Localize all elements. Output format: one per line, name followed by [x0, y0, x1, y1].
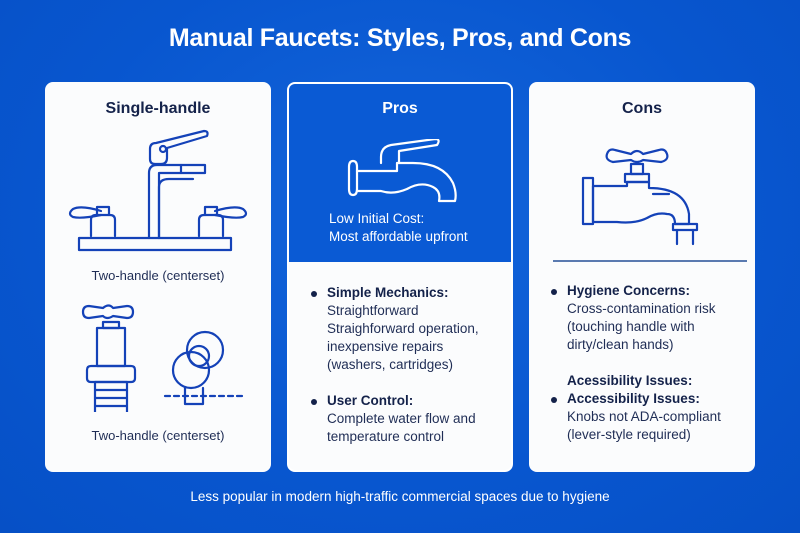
cons-list: Hygiene Concerns: Cross-contamination ri…: [551, 282, 721, 462]
centerset-faucet-icon: [68, 129, 248, 252]
lever-tap-icon: [347, 139, 457, 203]
low-cost-body: Most affordable upfront: [329, 229, 468, 244]
low-cost-heading: Low Initial Cost:: [329, 211, 425, 226]
cons-card-title: Cons: [622, 100, 662, 117]
footer-note: Less popular in modern high-traffic comm…: [190, 489, 610, 504]
list-item: Acessibility Issues: Accessibility Issue…: [551, 372, 721, 444]
pros-highlight-text: Low Initial Cost: Most affordable upfron…: [329, 210, 468, 246]
pros-highlight-panel: [289, 84, 511, 262]
cons-card: Cons Hygiene Concerns: Cross-contaminati…: [529, 82, 755, 472]
knob-valve-caption: Two-handle (centerset): [91, 428, 225, 443]
pros-card: Pros Low Initial Cost: Most affordable u…: [287, 82, 513, 472]
list-item: Hygiene Concerns: Cross-contamination ri…: [551, 282, 721, 354]
pros-card-title: Pros: [382, 100, 418, 117]
cons-divider: [553, 260, 747, 262]
styles-card: Single-handle Two-handle (centerset) Two…: [45, 82, 271, 472]
page-title: Manual Faucets: Styles, Pros, and Cons: [168, 24, 632, 52]
bullet-icon: [311, 399, 317, 405]
bullet-icon: [551, 397, 557, 403]
knob-valve-icon: [81, 304, 245, 412]
pros-list: Simple Mechanics: Straightforward Straig…: [311, 284, 479, 464]
centerset-caption: Two-handle (centerset): [91, 268, 225, 283]
styles-card-title: Single-handle: [105, 100, 211, 117]
list-item: User Control: Complete water flow and te…: [311, 392, 479, 446]
bullet-icon: [551, 289, 557, 295]
cross-handle-tap-icon: [581, 148, 699, 246]
bullet-icon: [311, 291, 317, 297]
list-item: Simple Mechanics: Straightforward Straig…: [311, 284, 479, 374]
